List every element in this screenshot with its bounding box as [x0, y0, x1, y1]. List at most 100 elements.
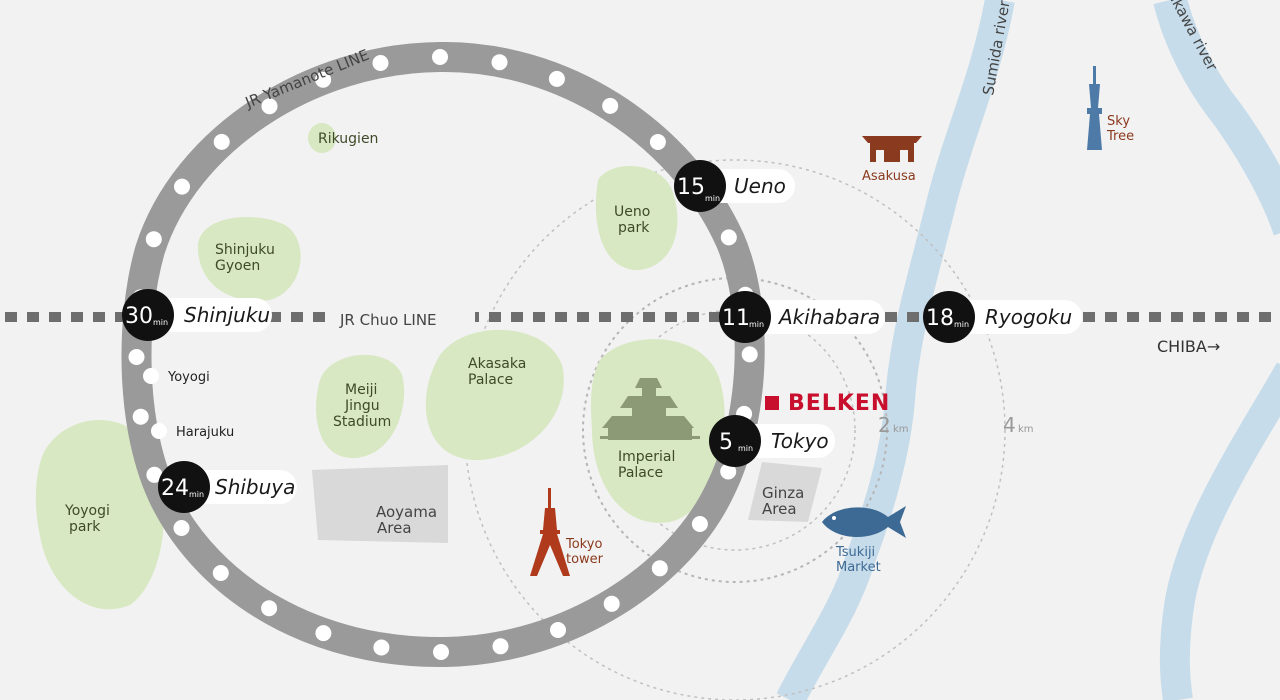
belken-marker [765, 396, 779, 410]
station-ueno[interactable]: 15 min Ueno [674, 160, 795, 212]
meiji-jingu-label-1: Meiji [345, 382, 377, 398]
shibuya-minutes: 24 [161, 476, 189, 501]
yoyogi-park-label-2: park [69, 519, 101, 535]
meiji-jingu-label-2: Jingu [344, 398, 380, 414]
yamanote-dot [174, 178, 190, 195]
tokyo-tower-icon [530, 488, 570, 576]
station-shinjuku[interactable]: 30 min Shinjuku [122, 289, 272, 341]
shibuya-min-unit: min [189, 490, 204, 499]
imperial-label-2: Palace [618, 465, 663, 481]
tokyo-tower-label-2: tower [566, 552, 604, 567]
arakawa-river [1153, 0, 1280, 236]
ueno-min-unit: min [705, 194, 720, 203]
yamanote-dot [145, 231, 162, 248]
asakusa-gate-icon [862, 136, 922, 162]
yamanote-dot [433, 644, 449, 660]
yamanote-dot [548, 70, 565, 87]
tsukiji-label-2: Market [836, 560, 881, 575]
station-tokyo[interactable]: 5 min Tokyo [709, 415, 835, 467]
harajuku-station-dot [151, 423, 167, 439]
yamanote-dot [315, 71, 332, 88]
shinjuku-name: Shinjuku [184, 303, 270, 327]
yamanote-dot [603, 595, 620, 612]
yamanote-dot [432, 49, 448, 65]
park-ueno [595, 166, 678, 271]
aoyama-label-1: Aoyama [376, 503, 437, 521]
belken-brand: BELKEN [788, 391, 890, 416]
yoyogi-station-label: Yoyogi [167, 370, 210, 385]
yoyogi-park-label-1: Yoyogi [64, 503, 110, 519]
yamanote-dot [315, 625, 332, 642]
ueno-park-label-1: Ueno [614, 204, 650, 220]
tokyo-tower-label-1: Tokyo [565, 537, 602, 552]
yamanote-dot [651, 560, 668, 577]
yamanote-dot [132, 408, 149, 425]
distance-2km-value: 2 [878, 413, 891, 437]
ryogoku-name: Ryogoku [985, 305, 1072, 329]
distance-2km-unit: km [893, 424, 909, 435]
shinjuku-min-unit: min [153, 318, 168, 327]
ueno-park-label-2: park [618, 220, 650, 236]
ginza-label-2: Area [762, 500, 797, 518]
yamanote-dot [491, 54, 508, 71]
ryogoku-minutes: 18 [926, 306, 954, 331]
shibuya-name: Shibuya [215, 475, 295, 499]
yoyogi-station-dot [143, 368, 159, 384]
distance-4km-value: 4 [1003, 413, 1016, 437]
sumida-river [776, 0, 1015, 700]
park-akasaka [425, 329, 564, 461]
yamanote-dot [173, 520, 190, 536]
yamanote-dot [720, 463, 737, 480]
meiji-jingu-label-3: Stadium [333, 414, 391, 430]
arakawa-river-lower [1159, 362, 1280, 700]
shinjuku-gyoen-label-2: Gyoen [215, 258, 260, 274]
park-yoyogi [35, 420, 164, 610]
distance-4km-unit: km [1018, 424, 1034, 435]
chuo-line-label-box: JR Chuo LINE [325, 304, 475, 332]
yamanote-dot [146, 466, 163, 483]
yamanote-dot [720, 229, 737, 246]
asakusa-label: Asakusa [862, 169, 916, 184]
akasaka-label-1: Akasaka [468, 356, 526, 372]
park-rikugien [308, 123, 336, 153]
akihabara-minutes: 11 [722, 306, 750, 331]
ginza-label-1: Ginza [762, 484, 804, 502]
yamanote-dot [649, 134, 666, 150]
yamanote-dot [213, 133, 230, 150]
area-aoyama [312, 465, 448, 543]
tokyo-minutes: 5 [719, 430, 733, 455]
station-ryogoku[interactable]: 18 min Ryogoku [923, 291, 1082, 343]
shinjuku-gyoen-label-1: Shinjuku [215, 242, 275, 258]
shinjuku-minutes: 30 [125, 304, 153, 329]
yamanote-dot [492, 638, 509, 655]
station-akihabara[interactable]: 11 min Akihabara [719, 291, 885, 343]
area-ginza [748, 462, 822, 522]
harajuku-station-label: Harajuku [176, 425, 234, 440]
yamanote-dot [212, 565, 229, 581]
distance-ring-inner [614, 309, 856, 551]
chiba-label: CHIBA→ [1157, 337, 1220, 356]
yamanote-dot [261, 98, 278, 115]
rikugien-label: Rikugien [318, 131, 378, 147]
sky-tree-label-2: Tree [1106, 129, 1134, 144]
tsukiji-fish-icon [822, 506, 906, 538]
park-meiji-jingu [316, 354, 405, 459]
tokyo-name: Tokyo [771, 429, 829, 453]
castle-icon [600, 378, 700, 440]
tokyo-min-unit: min [738, 444, 753, 453]
ueno-name: Ueno [734, 174, 786, 198]
yamanote-dot [691, 516, 708, 532]
akasaka-label-2: Palace [468, 372, 513, 388]
station-shibuya[interactable]: 24 min Shibuya [158, 461, 297, 513]
park-shinjuku-gyoen [197, 217, 301, 301]
aoyama-label-2: Area [377, 519, 412, 537]
akihabara-min-unit: min [749, 320, 764, 329]
yamanote-dot [128, 349, 145, 365]
yamanote-dot [372, 55, 389, 71]
imperial-label-1: Imperial [618, 449, 675, 465]
yamanote-dot [550, 622, 566, 638]
akihabara-name: Akihabara [777, 305, 880, 329]
ryogoku-min-unit: min [954, 320, 969, 329]
tsukiji-label-1: Tsukiji [835, 545, 875, 560]
